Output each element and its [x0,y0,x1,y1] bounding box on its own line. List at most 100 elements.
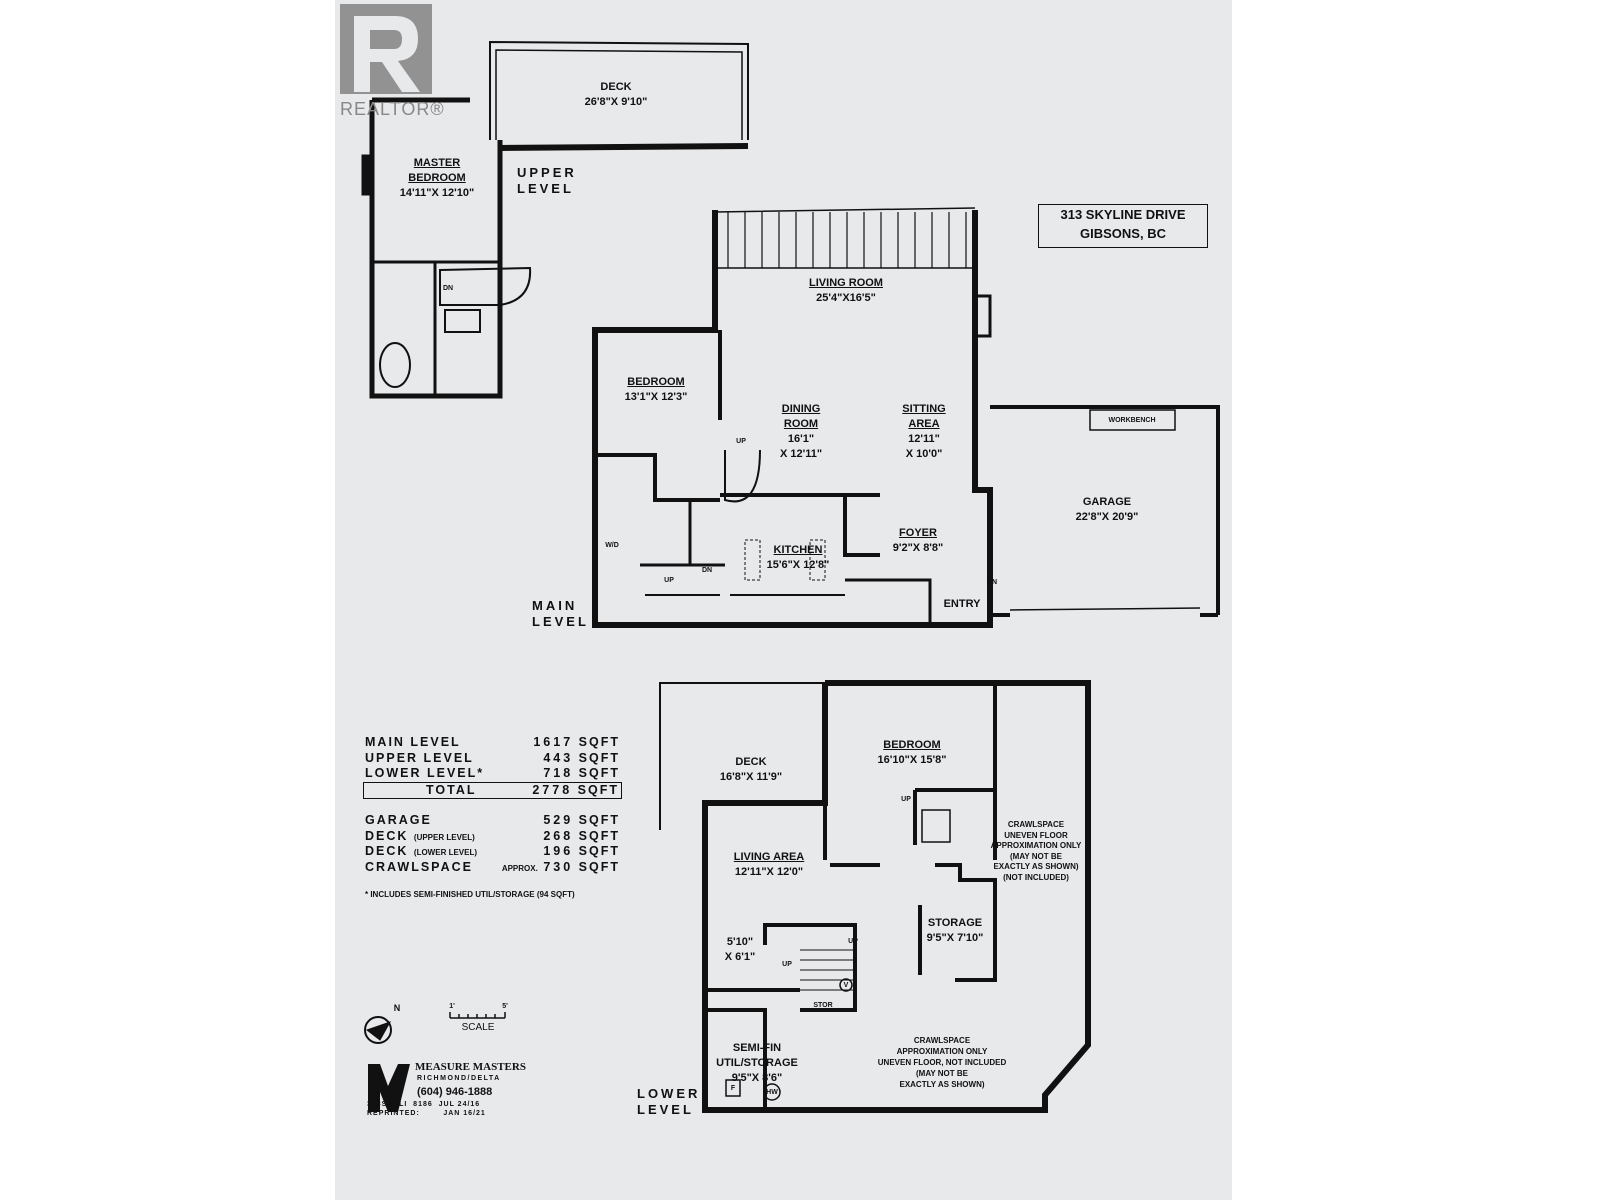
room-size: 26'8"X 9'10" [584,96,648,108]
room-name: ROOM [783,418,819,430]
realtor-logo [340,4,432,94]
level-word: LEVEL [532,614,589,629]
area-label: MAIN LEVEL [365,735,461,749]
area-unit: SQFT [578,844,620,858]
note-line: (MAY NOT BE [915,1069,969,1078]
lower-bedroom-walls [823,683,997,867]
crawlspace-right-label: CRAWLSPACE UNEVEN FLOOR APPROXIMATION ON… [991,820,1082,883]
room-name: BEDROOM [627,376,685,388]
area-row: LOWER LEVEL*718 SQFT [365,766,620,782]
note-line: EXACTLY AS SHOWN) [899,1080,985,1089]
room-name: SITTING [902,403,946,415]
room-size: 9'5"X 7'10" [926,932,984,944]
lower-up-label-3: UP [901,796,911,803]
note-line: APPROXIMATION ONLY [896,1047,988,1056]
scale-bar [449,1012,506,1019]
main-up-label-2: UP [664,577,674,584]
scale-label: SCALE [461,1022,495,1033]
fireplace [361,154,375,196]
main-level-walls [592,207,1220,628]
area-label: DECK [365,844,409,858]
room-size: 16'8"X 11'9" [719,771,783,783]
room-size: 22'8"X 20'9" [1075,511,1139,523]
room-size: 12'11" [908,433,940,445]
realtor-r-icon [354,16,420,92]
area-label: DECK [365,828,409,843]
scale-end-label: 5' [502,1003,508,1010]
upper-dn-label: DN [442,285,454,292]
room-name: KITCHEN [773,544,823,556]
upper-level-walls [361,40,749,399]
furnace-label: F [730,1085,736,1092]
area-value: 196 [543,844,574,858]
room-name: GARAGE [1082,496,1132,508]
room-size: X 10'0" [905,448,943,460]
area-label: UPPER LEVEL [365,750,474,765]
lower-shower-icon [921,809,951,843]
address-box: 313 SKYLINE DRIVE GIBSONS, BC [1038,204,1208,248]
note-line: CRAWLSPACE [913,1036,971,1045]
level-word: LEVEL [637,1102,694,1117]
fireplace-main [973,294,992,338]
garage-dn-label: DN [986,579,998,586]
scale-start-label: 1' [449,1003,455,1010]
kitchen-island [744,539,826,581]
railing-balusters [727,212,967,268]
note-line: UNEVEN FLOOR, NOT INCLUDED [877,1058,1007,1067]
crawlspace-bottom-label: CRAWLSPACE APPROXIMATION ONLY UNEVEN FLO… [878,1035,1006,1090]
company-name: MEASURE MASTERS [415,1061,526,1073]
room-size: 25'4"X16'5" [816,292,876,304]
area-unit: SQFT [578,859,620,874]
upper-deck-label: DECK 26'8"X 9'10" [585,80,648,110]
room-size: X 6'1" [724,951,756,963]
room-name: BEDROOM [408,172,466,184]
main-outer-walls [592,210,993,628]
garage-door [1009,607,1201,611]
valve-icon [839,978,853,992]
entry-label: ENTRY [943,598,981,610]
level-word: UPPER [517,165,577,180]
bathtub-icon [379,342,411,388]
area-value: 443 [543,750,574,765]
room-name: STORAGE [927,917,983,929]
lower-level-walls [659,680,1091,1113]
upper-stair [439,266,532,306]
room-name: DECK [600,81,632,93]
lower-stair-treads [800,949,855,991]
room-size: X 12'11" [779,448,823,460]
lower-outer-walls [702,680,1091,1113]
area-row: DECK (LOWER LEVEL) 196 SQFT [365,844,620,860]
note-line: CRAWLSPACE [1007,820,1065,829]
lower-deck-railing [659,682,825,830]
measure-masters-logo [368,1064,410,1112]
upper-deck-railing-inner [495,49,743,140]
area-value: 2778 [532,782,573,797]
area-label: LOWER LEVEL* [365,766,485,780]
main-up-label: UP [736,438,746,445]
upper-deck-railing [489,40,749,140]
area-value: 730 [543,859,574,874]
realtor-wordmark: REALTOR® [340,99,445,119]
room-name: BEDROOM [883,739,941,751]
note-line: (NOT INCLUDED) [1003,872,1069,882]
level-word: LOWER [637,1086,701,1101]
area-unit: SQFT [578,750,620,765]
room-name: AREA [908,418,940,430]
upper-deck-wall [499,143,749,151]
area-note: (LOWER LEVEL) [413,848,478,857]
lower-up-label: UP [848,938,858,945]
note-line: (MAY NOT BE [1009,851,1062,861]
level-word: LEVEL [517,181,574,196]
garage-label: GARAGE 22'8"X 20'9" [1076,495,1139,525]
